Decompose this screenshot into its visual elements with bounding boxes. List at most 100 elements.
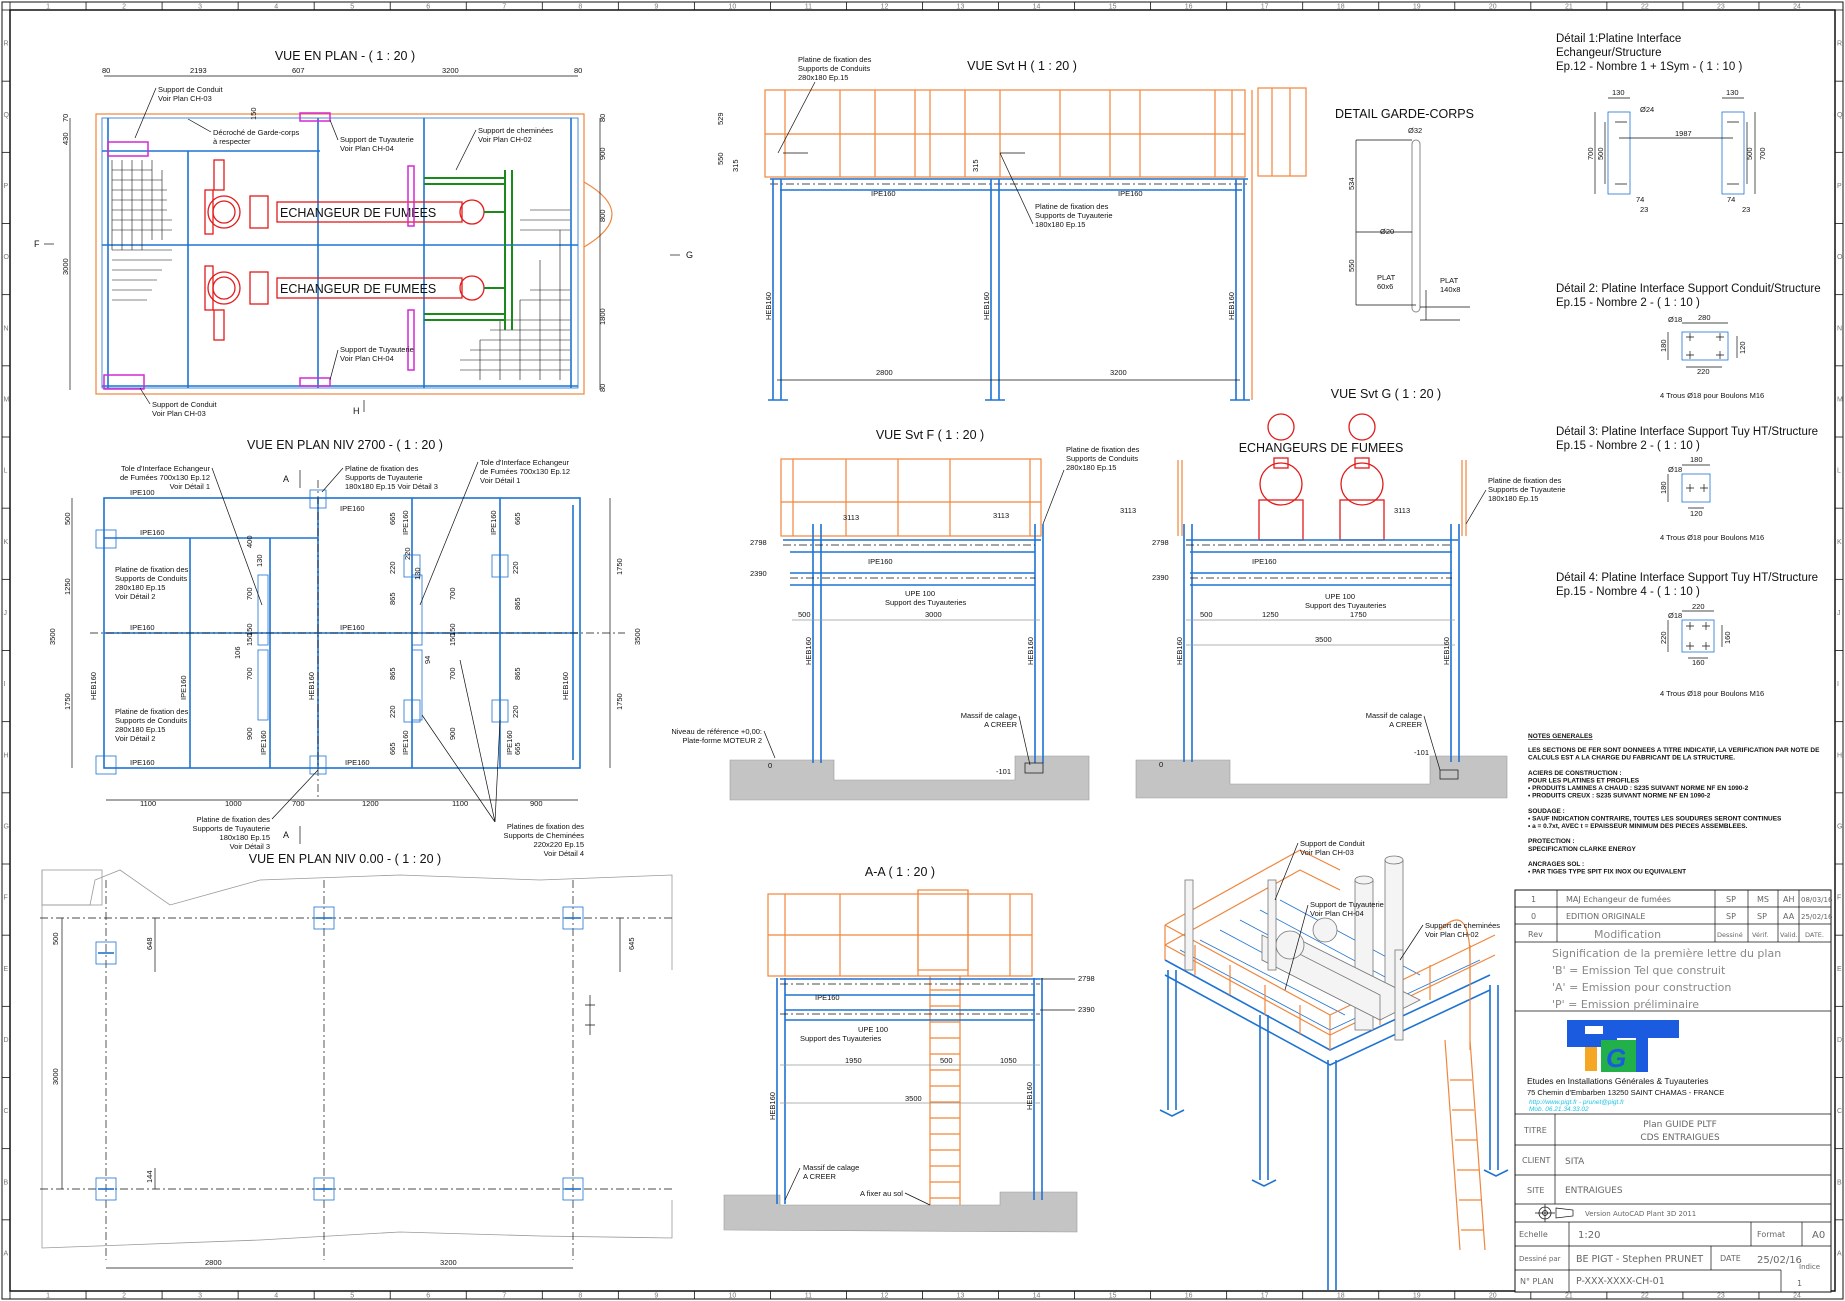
svg-text:IPE160: IPE160 — [340, 623, 365, 632]
svg-text:Voir Plan CH-04: Voir Plan CH-04 — [1310, 909, 1364, 918]
section-marker-f: F — [34, 239, 40, 249]
svg-text:PLAT: PLAT — [1440, 276, 1459, 285]
grid-row-label: F — [4, 895, 8, 902]
view-f-elevation: VUE Svt F ( 1 : 20 ) 2798 2390 3113 3113… — [671, 428, 1140, 801]
svg-text:180x180 Ep.15: 180x180 Ep.15 — [1035, 220, 1085, 229]
svg-text:Format: Format — [1757, 1230, 1785, 1239]
dimension-label: 865 — [388, 592, 397, 605]
svg-text:2390: 2390 — [1078, 1005, 1095, 1014]
grid-column-label: 1 — [46, 4, 50, 11]
signification: Signification de la première lettre du p… — [1552, 947, 1781, 1011]
dimension-label: 130 — [255, 554, 264, 567]
company-name: Etudes en Installations Générales & Tuya… — [1527, 1076, 1708, 1086]
svg-text:1:20: 1:20 — [1578, 1230, 1600, 1241]
svg-text:SITA: SITA — [1565, 1157, 1585, 1167]
grid-column-label: 11 — [805, 4, 812, 11]
view-title: VUE Svt G ( 1 : 20 ) — [1331, 387, 1441, 401]
svg-text:CDS ENTRAIGUES: CDS ENTRAIGUES — [1640, 1133, 1720, 1143]
svg-text:Rev: Rev — [1528, 930, 1543, 939]
svg-text:Platine de fixation des: Platine de fixation des — [345, 464, 419, 473]
svg-text:IPE160: IPE160 — [505, 730, 514, 755]
svg-text:08/03/16: 08/03/16 — [1801, 896, 1833, 904]
grid-column-label: 8 — [578, 1293, 582, 1300]
svg-text:3500: 3500 — [48, 628, 57, 645]
svg-text:220: 220 — [1659, 631, 1668, 644]
svg-text:3113: 3113 — [1120, 506, 1136, 515]
svg-text:'B' = Emission Tel que cons: 'B' = Emission Tel que construit — [1552, 964, 1726, 977]
svg-text:Plan GUIDE PLTF: Plan GUIDE PLTF — [1643, 1120, 1717, 1130]
svg-text:120: 120 — [1690, 509, 1703, 518]
grid-column-label: 2 — [122, 4, 126, 11]
svg-text:180x180 Ep.15 Voir Détail 3: 180x180 Ep.15 Voir Détail 3 — [345, 482, 438, 491]
svg-text:430: 430 — [61, 132, 70, 145]
note-line: ANCRAGES SOL : — [1528, 861, 1584, 868]
grid-row-label: O — [1837, 254, 1843, 261]
detail-3: Détail 3: Platine Interface Support Tuy … — [1556, 426, 1818, 542]
svg-text:Supports de Cheminées: Supports de Cheminées — [504, 831, 585, 840]
logo-g: G — [1606, 1043, 1626, 1073]
svg-text:IPE160: IPE160 — [130, 623, 155, 632]
guardrail-outline — [95, 113, 585, 395]
grid-row-label: I — [1837, 681, 1839, 688]
svg-text:AH: AH — [1783, 895, 1795, 904]
dimension-label: 130 — [413, 567, 422, 580]
grid-row-label: L — [4, 468, 8, 475]
svg-text:Détail 2: Platine Interface Su: Détail 2: Platine Interface Support Cond… — [1556, 283, 1821, 295]
svg-text:2390: 2390 — [750, 569, 767, 578]
structure-beams — [101, 117, 579, 389]
title-block: 1 MAJ Echangeur de fumées SP MS AH 08/03… — [1514, 889, 1833, 1293]
grid-column-label: 18 — [1337, 4, 1345, 11]
svg-text:180: 180 — [1690, 455, 1703, 464]
company-web[interactable]: http://www.pigt.fr - prunet@pigt.fr — [1529, 1099, 1625, 1106]
grid-column-label: 9 — [654, 4, 658, 11]
svg-text:IPE160: IPE160 — [140, 528, 165, 537]
svg-text:Supports de Tuyauterie: Supports de Tuyauterie — [1035, 211, 1113, 220]
svg-text:1100: 1100 — [452, 799, 468, 808]
svg-text:Voir Détail 1: Voir Détail 1 — [480, 476, 520, 485]
view-title: VUE EN PLAN NIV 2700 - ( 1 : 20 ) — [247, 438, 443, 452]
svg-text:3000: 3000 — [925, 610, 942, 619]
svg-text:HEB160: HEB160 — [768, 1092, 777, 1120]
svg-text:1250: 1250 — [1262, 610, 1279, 619]
grid-column-label: 2 — [122, 1293, 126, 1300]
svg-text:1200: 1200 — [362, 799, 379, 808]
svg-text:Platine de fixation des: Platine de fixation des — [197, 815, 271, 824]
svg-text:315: 315 — [731, 159, 740, 172]
svg-text:1987: 1987 — [1675, 129, 1692, 138]
svg-text:Platines de fixation des: Platines de fixation des — [507, 822, 584, 831]
grid-column-label: 10 — [728, 4, 736, 11]
grid-column-label: 9 — [654, 1293, 658, 1300]
svg-text:1750: 1750 — [1350, 610, 1367, 619]
grid-column-label: 12 — [881, 4, 889, 11]
grid-column-label: 11 — [805, 1293, 812, 1300]
dimension-label: 150 — [245, 623, 254, 636]
note-line: • a = 0.7xt, AVEC t = EPAISSEUR MINIMUM … — [1528, 823, 1748, 830]
svg-text:Supports de Conduits: Supports de Conduits — [798, 64, 870, 73]
svg-text:1100: 1100 — [140, 799, 156, 808]
svg-text:A0: A0 — [1812, 1230, 1825, 1241]
svg-text:Support de Conduit: Support de Conduit — [1300, 839, 1366, 848]
svg-text:IPE160: IPE160 — [401, 730, 410, 755]
svg-text:HEB160: HEB160 — [89, 672, 98, 700]
exchanger-label: ECHANGEUR DE FUMEES — [280, 282, 436, 296]
svg-text:220x220 Ep.15: 220x220 Ep.15 — [534, 840, 584, 849]
labels: IPE160 IPE160 HEB160 HEB160 HEB160 2800 … — [716, 55, 1236, 377]
detail-guardrail: DETAIL GARDE-CORPS Ø32 534 Ø20 550 PLAT … — [1335, 107, 1474, 321]
view-title: VUE Svt H ( 1 : 20 ) — [967, 59, 1077, 73]
grid-column-label: 13 — [957, 1293, 965, 1300]
svg-text:Version AutoCAD Plant 3D 2011: Version AutoCAD Plant 3D 2011 — [1585, 1210, 1696, 1218]
svg-text:700: 700 — [292, 799, 305, 808]
svg-text:Voir Détail 2: Voir Détail 2 — [115, 734, 155, 743]
beam-labels: IPE100 IPE160 IPE160 IPE160 IPE160 IPE16… — [89, 488, 570, 767]
revision-table: 1 MAJ Echangeur de fumées SP MS AH 08/03… — [1528, 894, 1833, 941]
svg-text:HEB160: HEB160 — [1175, 637, 1184, 665]
svg-text:Voir Détail 1: Voir Détail 1 — [170, 482, 210, 491]
guardrail — [764, 87, 1307, 400]
svg-text:Dessiné: Dessiné — [1717, 931, 1743, 939]
svg-text:BE PIGT - Stephen PRUNET: BE PIGT - Stephen PRUNET — [1576, 1254, 1703, 1265]
svg-text:HEB160: HEB160 — [1227, 292, 1236, 320]
svg-text:Tole d'Interface Echangeur: Tole d'Interface Echangeur — [121, 464, 210, 473]
svg-text:HEB160: HEB160 — [764, 292, 773, 320]
grid-row-label: G — [1837, 823, 1842, 830]
svg-text:Platine de fixation des: Platine de fixation des — [115, 707, 189, 716]
